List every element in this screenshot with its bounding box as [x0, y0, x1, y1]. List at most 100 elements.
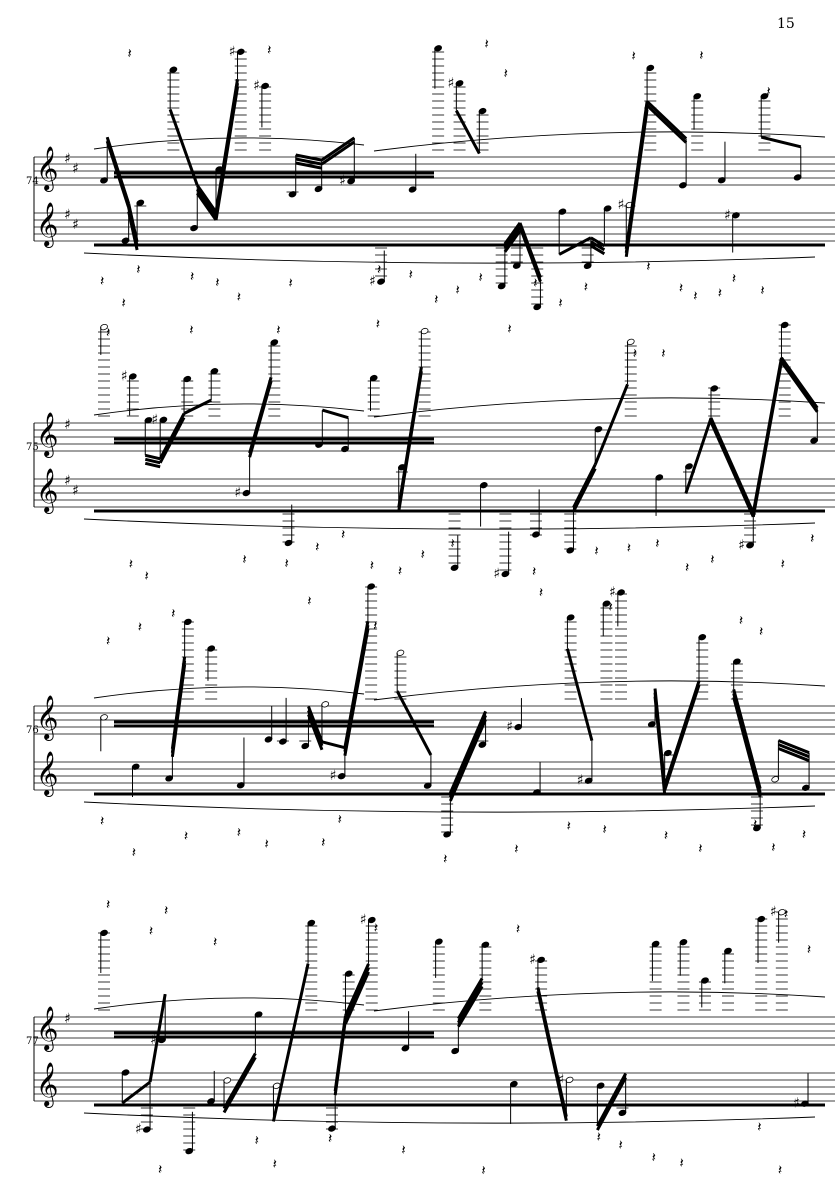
- sharp-accidental-icon: ♯: [64, 207, 71, 223]
- system-76: 𝄞𝄞𝄽𝄽𝄽𝄽𝄽𝄽𝄽𝄽𝄽𝄽♯𝄽𝄽𝄽♯𝄽𝄽𝄽♯𝄽𝄽♯𝄽𝄽𝄽𝄽𝄽𝄽𝄽: [33, 583, 835, 867]
- quarter-rest-icon: 𝄽: [679, 1156, 683, 1172]
- beam: [295, 161, 322, 170]
- quarter-rest-icon: 𝄽: [100, 274, 104, 290]
- beam: [518, 226, 542, 283]
- upper-staff: [34, 705, 835, 735]
- quarter-rest-icon: 𝄽: [778, 1163, 782, 1179]
- quarter-rest-icon: 𝄽: [760, 283, 764, 299]
- slur: [93, 686, 365, 699]
- sharp-accidental-icon: ♯: [253, 78, 260, 94]
- beam: [709, 417, 755, 514]
- quarter-rest-icon: 𝄽: [374, 920, 378, 936]
- beam: [590, 244, 606, 256]
- quarter-rest-icon: 𝄽: [507, 321, 511, 337]
- quarter-rest-icon: 𝄽: [627, 541, 631, 557]
- measure-number-76: 76: [26, 725, 39, 736]
- quarter-rest-icon: 𝄽: [810, 531, 814, 547]
- quarter-rest-icon: 𝄽: [237, 825, 241, 841]
- measure-number-77: 77: [26, 1036, 39, 1047]
- sharp-accidental-icon: ♯: [151, 412, 158, 428]
- quarter-rest-icon: 𝄽: [144, 568, 148, 584]
- quarter-rest-icon: 𝄽: [289, 276, 293, 292]
- quarter-rest-icon: 𝄽: [307, 593, 311, 609]
- beam: [593, 383, 629, 466]
- sharp-accidental-icon: ♯: [72, 161, 79, 177]
- treble-clef-icon: 𝄞: [36, 412, 58, 458]
- quarter-rest-icon: 𝄽: [401, 1143, 405, 1159]
- beam: [121, 1080, 151, 1105]
- beam: [646, 100, 688, 140]
- beam: [343, 628, 370, 756]
- treble-clef-icon: 𝄞: [36, 146, 58, 192]
- quarter-rest-icon: 𝄽: [766, 84, 770, 100]
- beam: [777, 739, 810, 755]
- quarter-rest-icon: 𝄽: [514, 841, 518, 857]
- slur: [93, 137, 365, 150]
- quarter-rest-icon: 𝄽: [149, 923, 153, 939]
- quarter-rest-icon: 𝄽: [652, 1150, 656, 1166]
- quarter-rest-icon: 𝄽: [784, 906, 788, 922]
- beam: [624, 109, 649, 258]
- sharp-accidental-icon: ♯: [770, 904, 777, 920]
- quarter-rest-icon: 𝄽: [189, 322, 193, 338]
- quarter-rest-icon: 𝄽: [100, 814, 104, 830]
- treble-clef-icon: 𝄞: [36, 202, 58, 248]
- slur: [93, 997, 365, 1010]
- beam: [596, 1072, 627, 1127]
- quarter-rest-icon: 𝄽: [127, 46, 131, 62]
- system-74: 𝄞𝄞♯♯♯♯𝄽𝄽𝄽𝄽𝄽𝄽♯𝄽♯𝄽𝄽♯♯𝄽𝄽𝄽♯𝄽𝄽𝄽𝄽𝄽𝄽𝄽♯𝄽𝄽𝄽𝄽𝄽𝄽♯𝄽𝄽…: [33, 36, 835, 312]
- slur: [83, 252, 816, 264]
- sharp-accidental-icon: ♯: [234, 485, 241, 501]
- quarter-rest-icon: 𝄽: [136, 262, 140, 278]
- beam: [144, 453, 161, 461]
- sharp-accidental-icon: ♯: [448, 75, 455, 91]
- beam: [397, 370, 423, 512]
- sharp-accidental-icon: ♯: [72, 217, 79, 233]
- sharp-accidental-icon: ♯: [506, 719, 513, 735]
- lower-staff: [34, 212, 835, 242]
- quarter-rest-icon: 𝄽: [190, 269, 194, 285]
- quarter-rest-icon: 𝄽: [376, 317, 380, 333]
- quarter-rest-icon: 𝄽: [479, 270, 483, 286]
- beam: [565, 648, 594, 741]
- beam: [780, 360, 819, 413]
- beam: [320, 140, 356, 166]
- quarter-rest-icon: 𝄽: [753, 816, 757, 832]
- beam: [144, 461, 161, 469]
- quarter-rest-icon: 𝄽: [781, 556, 785, 572]
- sharp-accidental-icon: ♯: [150, 1032, 157, 1048]
- beam: [321, 740, 346, 750]
- quarter-rest-icon: 𝄽: [213, 935, 217, 951]
- measure-number-74: 74: [26, 176, 39, 187]
- sharp-accidental-icon: ♯: [64, 473, 71, 489]
- beam: [295, 157, 322, 166]
- system-75: 𝄞𝄞♯♯♯𝄽♯𝄽𝄽♯𝄽♯𝄽𝄽𝄽𝄽𝄽𝄽𝄽𝄽𝄽𝄽♯𝄽𝄽𝄽𝄽𝄽𝄽𝄽𝄽𝄽♯𝄽𝄽: [33, 317, 835, 584]
- beam: [222, 1056, 257, 1114]
- quarter-rest-icon: 𝄽: [377, 262, 381, 278]
- beam: [732, 697, 762, 797]
- quarter-rest-icon: 𝄽: [679, 280, 683, 296]
- quarter-rest-icon: 𝄽: [631, 48, 635, 64]
- quarter-rest-icon: 𝄽: [646, 259, 650, 275]
- quarter-rest-icon: 𝄽: [328, 1131, 332, 1147]
- sharp-accidental-icon: ♯: [609, 584, 616, 600]
- quarter-rest-icon: 𝄽: [341, 527, 345, 543]
- quarter-rest-icon: 𝄽: [539, 585, 543, 601]
- beam: [295, 153, 322, 162]
- quarter-rest-icon: 𝄽: [718, 286, 722, 302]
- treble-clef-icon: 𝄞: [36, 1062, 58, 1108]
- quarter-rest-icon: 𝄽: [338, 812, 342, 828]
- lower-staff: [34, 761, 835, 791]
- quarter-rest-icon: 𝄽: [184, 828, 188, 844]
- measure-number-75: 75: [26, 442, 39, 453]
- sharp-accidental-icon: ♯: [369, 274, 376, 290]
- sharp-accidental-icon: ♯: [558, 1072, 565, 1088]
- treble-clef-icon: 𝄞: [36, 468, 58, 514]
- quarter-rest-icon: 𝄽: [532, 564, 536, 580]
- sharp-accidental-icon: ♯: [529, 952, 536, 968]
- beam: [321, 408, 349, 420]
- beam: [248, 380, 273, 458]
- beam: [196, 192, 218, 221]
- quarter-rest-icon: 𝄽: [409, 267, 413, 283]
- treble-clef-icon: 𝄞: [36, 751, 58, 797]
